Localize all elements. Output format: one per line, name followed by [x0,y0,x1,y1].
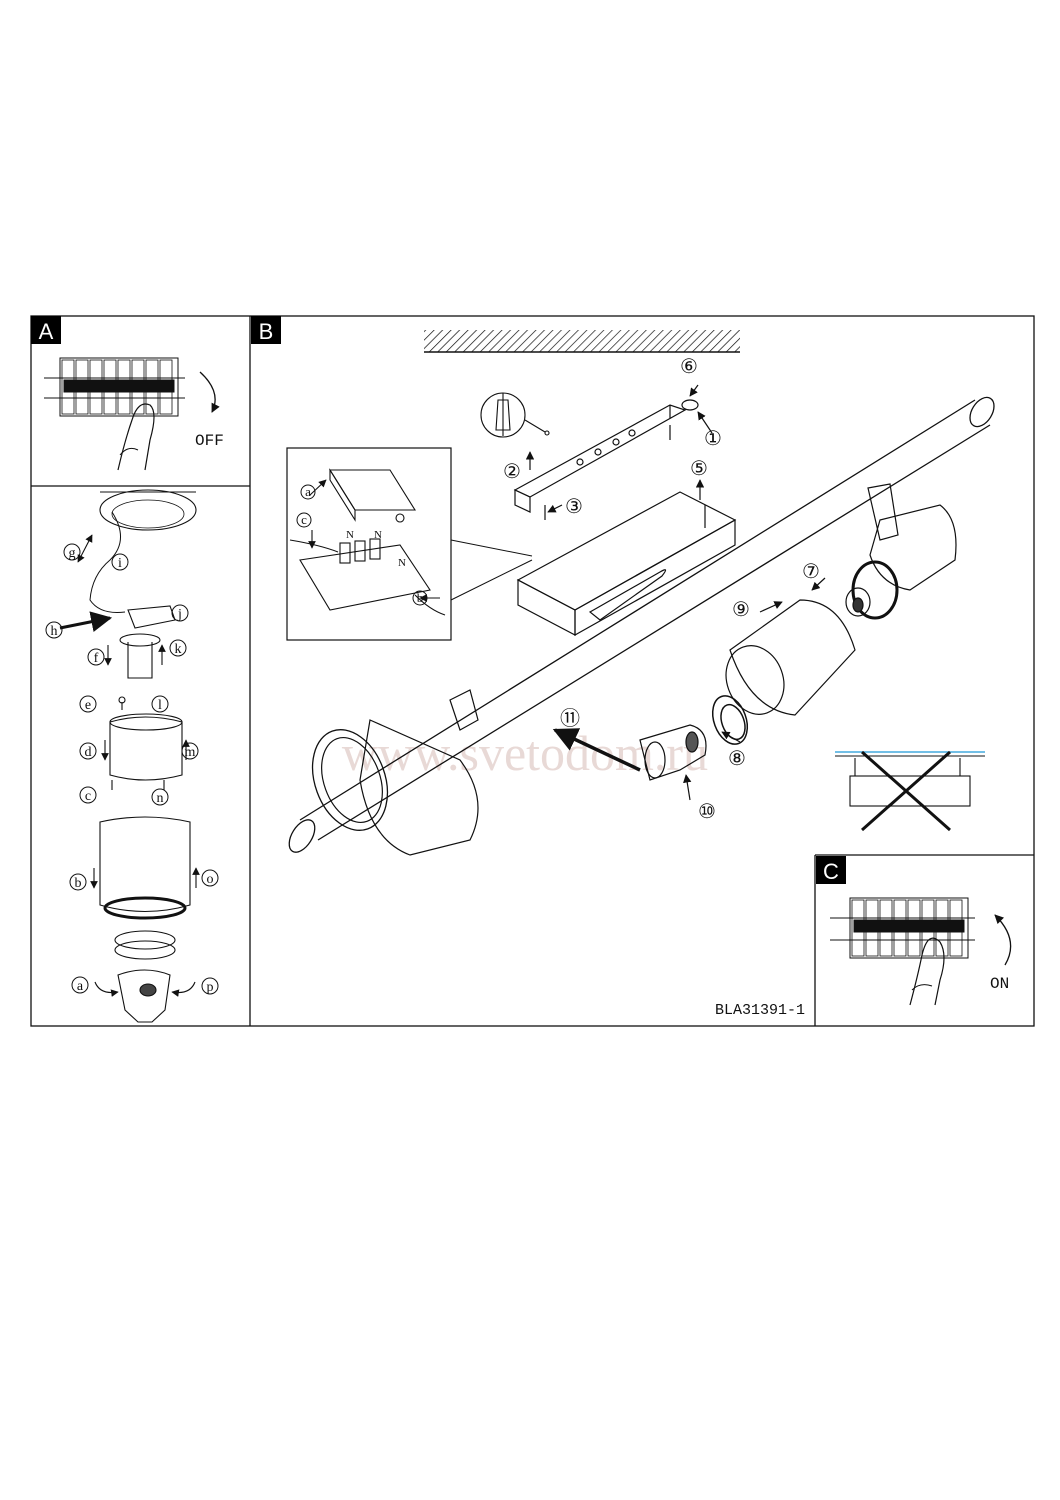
exploded-holder [639,724,707,781]
breaker-panel-on [830,897,975,1006]
step-10: ⑩ [698,801,716,823]
panel-a-step-labels: g i h j f k e l d m c n b o a p [45,543,219,995]
panel-b-letter: B [259,319,274,344]
step-label-g: g [69,546,76,561]
panel-c-switch-label: ON [990,975,1009,993]
panel-b-badge [251,316,281,344]
tube [288,396,995,853]
step-label-f: f [94,651,99,666]
lamp-head-right [845,483,957,620]
spot-exploded-view [59,489,200,1023]
step-label-a: a [77,979,84,994]
panel-c-badge [816,856,846,884]
step-2: ② [503,461,521,483]
breaker-panel-off [44,357,185,471]
lamp-head-left [311,689,479,856]
step-label-o: o [207,872,214,887]
on-arrow [994,914,1012,966]
step-9: ⑨ [732,599,750,621]
panel-c: C ON [816,856,1012,1006]
exploded-shade [725,599,856,716]
panel-b-step-numbers: ① ② ③ ④ ⑤ ⑥ ⑦ ⑧ ⑨ ⑩ ⑪ [430,356,820,823]
step-7: ⑦ [802,561,820,583]
panel-b-arrows [525,384,826,801]
warning-no-sideways-icon [835,750,985,832]
step-label-c: c [85,789,91,804]
watermark: www.svetodom.ru [342,725,708,781]
panel-a-switch-label: OFF [195,432,224,450]
step-label-n: n [157,791,164,806]
step-label-l: l [158,698,162,713]
panel-b: B [251,316,995,1019]
panel-a-badge [31,316,61,344]
step-label-k: k [175,642,182,657]
step-3: ③ [565,496,583,518]
step-label-d: d [85,745,92,760]
exploded-ring [711,695,749,745]
panel-a-letter: A [39,319,54,344]
step-label-p: p [207,980,214,995]
step-label-h: h [51,624,58,639]
step-5: ⑤ [690,458,708,480]
step-label-j: j [177,607,182,622]
terminal-label-2: N [374,529,382,541]
wiring-label-a: a [305,484,311,499]
panel-c-letter: C [823,859,839,884]
step-label-b: b [75,876,82,891]
step-label-e: e [85,698,91,713]
base-box [516,491,737,637]
mounting-bracket [513,399,699,520]
step-1: ① [704,428,722,450]
step-label-m: m [185,745,196,760]
terminal-label-3: N [398,557,406,569]
wiring-label-c: c [301,512,307,527]
ceiling [424,330,740,353]
frames [30,315,1035,1027]
panel-a: A OFF [31,316,224,471]
step-11: ⑪ [560,707,580,730]
step-6: ⑥ [680,356,698,378]
terminal-label-1: N [346,529,354,541]
wiring-label-b: b [417,590,424,605]
wiring-detail: a b c N N N [286,447,533,641]
step-label-i: i [118,556,122,571]
document-code: BLA31391-1 [715,1002,805,1019]
wall-plug-icon [480,392,550,438]
off-arrow [199,371,220,413]
step-8: ⑧ [728,748,746,770]
